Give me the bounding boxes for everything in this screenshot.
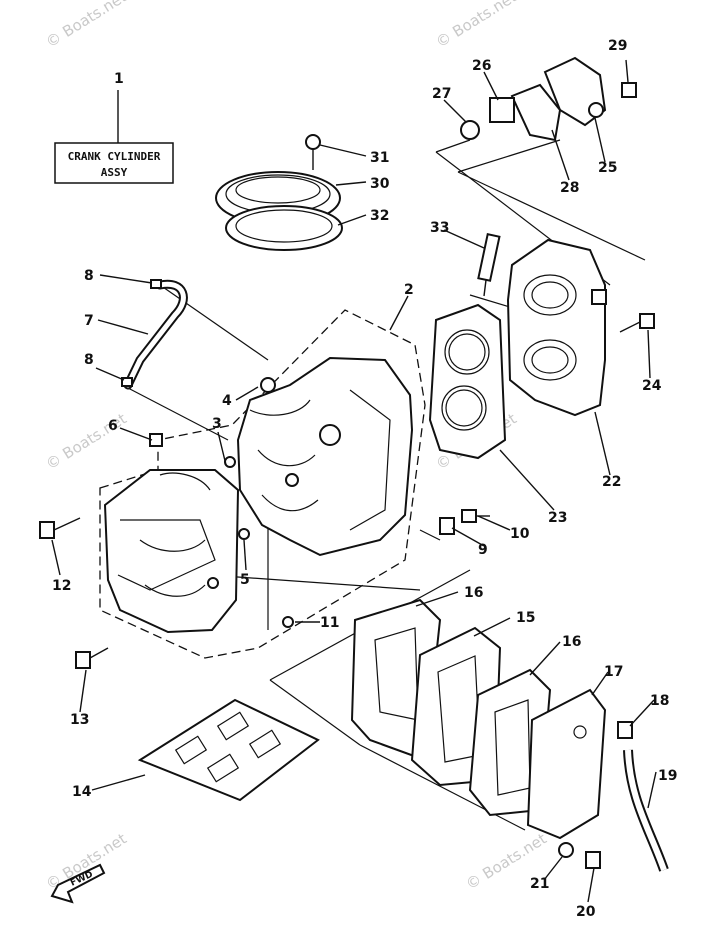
callout-18: 18 — [650, 693, 669, 709]
callout-numbers: 1 2 3 4 5 6 7 8 8 9 10 11 12 13 14 15 16… — [52, 38, 677, 920]
callout-4: 4 — [222, 393, 232, 409]
callout-26: 26 — [472, 58, 491, 74]
bracket-9-10 — [439, 509, 490, 535]
watermark-top-right: © Boats.net — [433, 0, 520, 51]
callout-15: 15 — [516, 610, 535, 626]
crankcase-left-part — [103, 433, 250, 634]
callout-21: 21 — [530, 876, 549, 892]
callout-12: 12 — [52, 578, 71, 594]
callout-9: 9 — [478, 542, 488, 558]
callout-25: 25 — [598, 160, 617, 176]
callout-28: 28 — [560, 180, 579, 196]
crank-cylinder-assy-box: CRANK CYLINDER ASSY — [54, 90, 174, 184]
callout-13: 13 — [70, 712, 89, 728]
callout-10: 10 — [510, 526, 530, 542]
crankcase-part — [224, 356, 414, 557]
base-gasket-14 — [137, 698, 320, 802]
watermark-top-left: © Boats.net — [43, 0, 130, 51]
assy-box-line2: ASSY — [101, 166, 128, 179]
callout-5: 5 — [240, 572, 250, 588]
callout-2: 2 — [404, 282, 414, 298]
cylinder-head-cover — [215, 134, 343, 251]
thermostat-group — [460, 56, 637, 142]
callout-17: 17 — [604, 664, 623, 680]
callout-7: 7 — [84, 313, 94, 329]
callout-30: 30 — [370, 176, 390, 192]
callout-16-upper: 16 — [464, 585, 483, 601]
breather-hose — [121, 279, 188, 390]
hose-18-19 — [617, 721, 669, 872]
assy-box-line1: CRANK CYLINDER — [68, 150, 161, 163]
callout-14: 14 — [72, 784, 92, 800]
callout-16-lower: 16 — [562, 634, 581, 650]
head-gasket-23 — [428, 303, 507, 460]
bolt-24 — [619, 313, 655, 333]
callout-1: 1 — [114, 71, 124, 87]
callout-20: 20 — [576, 904, 596, 920]
callout-23: 23 — [548, 510, 567, 526]
callout-31: 31 — [370, 150, 389, 166]
leader-lines — [51, 59, 657, 903]
callout-24: 24 — [642, 378, 662, 394]
bolt-washer-20-21 — [558, 842, 601, 869]
callout-19: 19 — [658, 768, 677, 784]
watermark-bottom-left: © Boats.net — [43, 830, 130, 894]
exhaust-plates-15-16 — [350, 598, 552, 817]
cylinder-head-22 — [506, 238, 607, 417]
outer-cover-17 — [526, 688, 607, 840]
callout-8-lower: 8 — [84, 352, 94, 368]
callout-8-upper: 8 — [84, 268, 94, 284]
callout-22: 22 — [602, 474, 621, 490]
callout-29: 29 — [608, 38, 627, 54]
callout-11: 11 — [320, 615, 339, 631]
bolts-12-13 — [39, 517, 109, 669]
callout-32: 32 — [370, 208, 389, 224]
callout-27: 27 — [432, 86, 451, 102]
callout-33: 33 — [430, 220, 449, 236]
spark-plug-33 — [477, 233, 501, 297]
washer-11 — [282, 616, 294, 628]
callout-3: 3 — [212, 416, 222, 432]
callout-6: 6 — [108, 418, 118, 434]
